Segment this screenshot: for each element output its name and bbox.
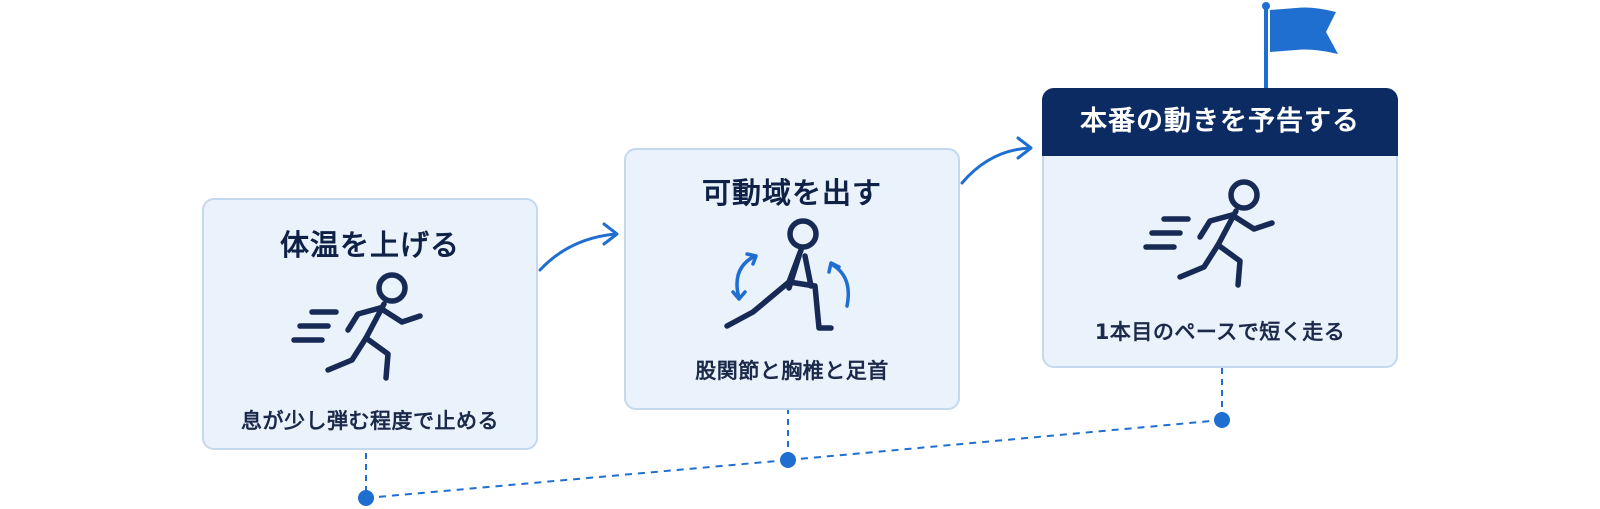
step-card-1: 体温を上げる 息が少し弾む程度で止める (202, 198, 538, 450)
running-person-icon (291, 272, 423, 381)
step-3-caption: 1本目のペースで短く走る (1094, 320, 1346, 344)
step-3-title: 本番の動きを予告する (1042, 88, 1398, 156)
lunge-stretch-icon (724, 218, 850, 331)
running-person-icon (1143, 179, 1275, 288)
step-2-title: 可動域を出す (701, 176, 882, 210)
dashed-progress-line (365, 368, 1223, 499)
step-1-caption: 息が少し弾む程度で止める (241, 409, 499, 433)
milestone-dot-3 (1214, 412, 1230, 428)
step-2-caption: 股関節と胸椎と足首 (695, 359, 889, 383)
milestone-dot-2 (780, 452, 796, 468)
milestone-dot-1 (358, 490, 374, 506)
goal-flag-icon (1262, 2, 1338, 90)
arrow-2-icon (960, 136, 1033, 185)
step-card-3: 本番の動きを予告する 1本目のペースで短く走る (1042, 88, 1398, 368)
step-1-title: 体温を上げる (279, 228, 460, 262)
arrow-1-icon (538, 222, 619, 272)
step-card-2: 可動域を出す 股関節と胸椎と足首 (624, 148, 960, 410)
